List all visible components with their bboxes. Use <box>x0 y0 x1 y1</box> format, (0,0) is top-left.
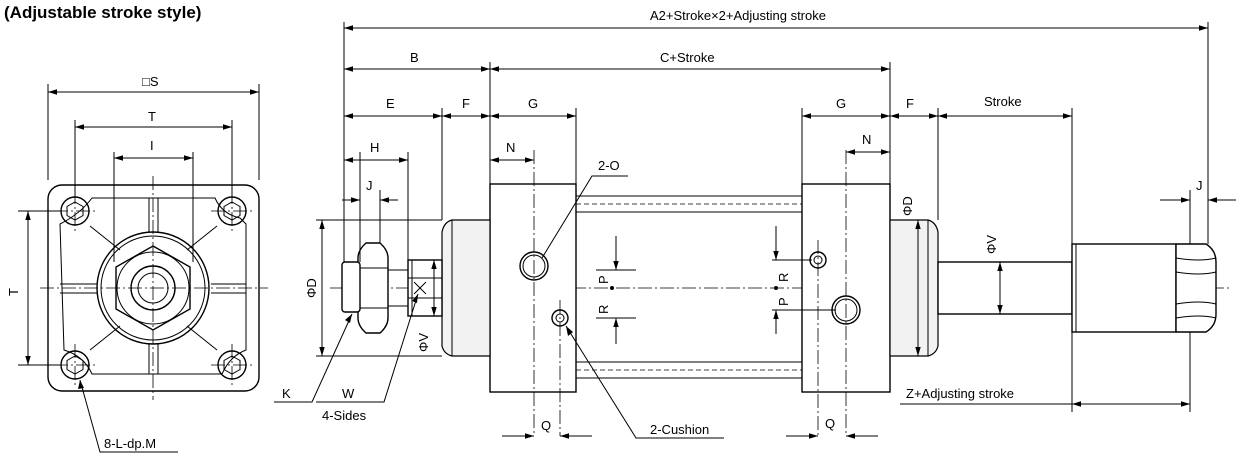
front-nut <box>357 242 389 334</box>
label-f-left: F <box>462 96 470 111</box>
label-b: B <box>410 50 419 65</box>
label-p-rear: P <box>776 297 791 306</box>
front-piston-rod <box>407 259 443 317</box>
front-cover <box>489 183 577 393</box>
label-z-adjust: Z+Adjusting stroke <box>906 386 1014 401</box>
label-p-front: P <box>596 275 611 284</box>
label-r-front: R <box>596 305 611 314</box>
label-4-sides: 4-Sides <box>322 408 367 423</box>
label-n-right: N <box>862 132 871 147</box>
end-view: □S T I T 8-L-dp.M <box>6 74 268 453</box>
label-2-o: 2-O <box>598 158 620 173</box>
rear-hex-nut <box>1175 243 1217 333</box>
label-phi-v-front: ΦV <box>416 333 431 352</box>
label-h: H <box>370 140 379 155</box>
label-phi-d-front: ΦD <box>304 278 319 298</box>
label-i: I <box>150 138 154 153</box>
label-stroke: Stroke <box>984 94 1022 109</box>
label-f-right: F <box>906 96 914 111</box>
front-rod-thread <box>341 261 361 313</box>
side-view: A2+Stroke×2+Adjusting stroke B C+Stroke … <box>274 8 1236 439</box>
label-j-right: J <box>1196 178 1203 193</box>
label-q-front: Q <box>541 418 551 433</box>
label-c-stroke: C+Stroke <box>660 50 715 65</box>
front-bushing <box>441 219 491 357</box>
rear-adjusting-rod <box>937 261 1073 315</box>
label-overall-length: A2+Stroke×2+Adjusting stroke <box>650 8 826 23</box>
label-t-horizontal: T <box>148 109 156 124</box>
label-j-left: J <box>366 178 373 193</box>
label-t-vertical: T <box>6 288 21 296</box>
label-g-left: G <box>528 96 538 111</box>
label-2-cushion: 2-Cushion <box>650 422 709 437</box>
label-g-right: G <box>836 96 846 111</box>
label-e: E <box>386 96 395 111</box>
label-8-l-dp-m: 8-L-dp.M <box>104 436 156 451</box>
label-r-rear: R <box>776 273 791 282</box>
rear-bushing <box>889 219 939 357</box>
page-title: (Adjustable stroke style) <box>4 3 202 22</box>
label-phi-d-rear: ΦD <box>900 196 915 216</box>
label-k: K <box>282 386 291 401</box>
label-n-left: N <box>506 140 515 155</box>
label-square-s: □S <box>142 74 159 89</box>
label-q-rear: Q <box>825 416 835 431</box>
label-phi-v-rear: ΦV <box>984 235 999 254</box>
label-w: W <box>342 386 355 401</box>
adjusting-sleeve <box>1071 243 1177 333</box>
